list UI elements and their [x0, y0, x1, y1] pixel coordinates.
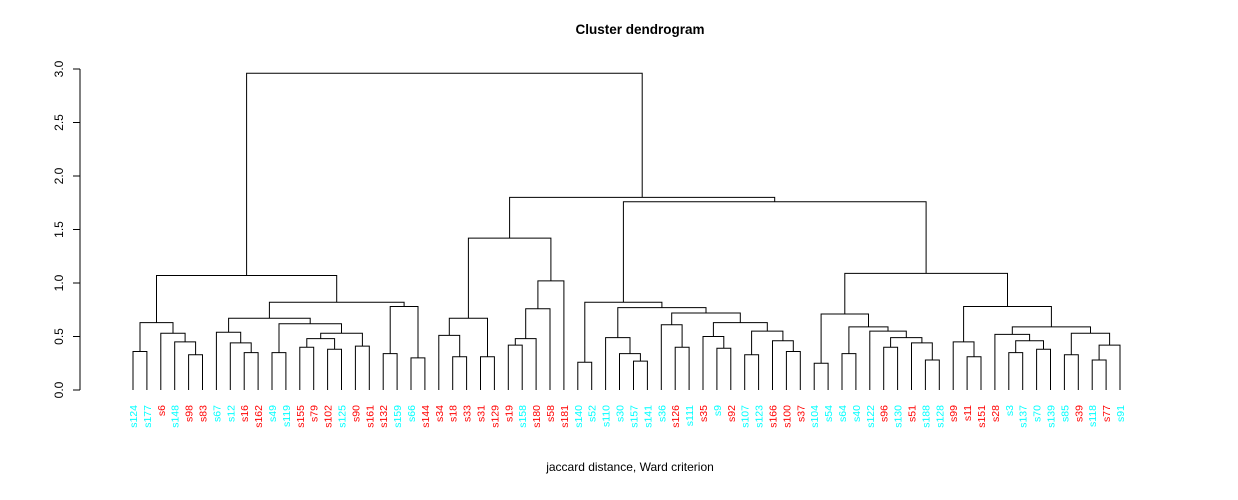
leaf-label: s125 — [337, 405, 349, 428]
leaf-label: s3 — [1004, 405, 1016, 416]
y-axis-tick-label: 3.0 — [52, 60, 66, 77]
dendrogram-branches — [132, 72, 1121, 390]
dendrogram-tree — [132, 72, 1121, 390]
leaf-label: s85 — [1059, 405, 1071, 422]
leaf-label: s111 — [684, 405, 696, 426]
leaf-label: s177 — [142, 405, 154, 428]
y-axis: 0.0 0.5 1.0 1.5 2.0 2.5 3.0 — [52, 60, 81, 398]
leaf-label: s144 — [420, 405, 432, 428]
leaf-label: s39 — [1073, 405, 1085, 422]
leaf-label: s141 — [642, 405, 654, 428]
leaf-label: s18 — [448, 405, 460, 422]
leaf-label: s35 — [698, 405, 710, 422]
leaf-label: s188 — [920, 405, 932, 428]
y-axis-tick-label: 2.5 — [52, 114, 66, 131]
leaf-label: s161 — [364, 405, 376, 428]
leaf-label: s83 — [198, 405, 210, 422]
leaf-label: s132 — [378, 405, 390, 428]
leaf-label: s51 — [907, 405, 919, 422]
leaf-label: s79 — [309, 405, 321, 422]
leaf-label: s98 — [184, 405, 196, 422]
leaf-label: s70 — [1032, 405, 1044, 422]
leaf-label: s67 — [211, 405, 223, 422]
leaf-label: s180 — [531, 405, 543, 428]
leaf-label: s123 — [754, 405, 766, 428]
leaf-label: s155 — [295, 405, 307, 428]
leaf-label: s102 — [323, 405, 335, 428]
leaf-label: s30 — [615, 405, 627, 422]
leaf-label: s119 — [281, 405, 293, 427]
leaf-label: s166 — [768, 405, 780, 428]
leaf-label: s159 — [392, 405, 404, 428]
leaf-label: s49 — [267, 405, 279, 422]
leaf-label: s99 — [948, 405, 960, 422]
leaf-label: s19 — [503, 405, 515, 422]
leaf-label: s6 — [156, 405, 168, 416]
chart-caption: jaccard distance, Ward criterion — [545, 460, 714, 474]
leaf-label: s128 — [934, 405, 946, 428]
y-axis-tick-label: 0.0 — [52, 381, 66, 398]
leaf-label: s100 — [781, 405, 793, 428]
leaf-label: s130 — [893, 405, 905, 428]
y-axis-tick-label: 1.5 — [52, 221, 66, 238]
leaf-label: s107 — [740, 405, 752, 428]
leaf-label: s110 — [601, 405, 613, 427]
leaf-label: s157 — [629, 405, 641, 428]
leaf-label: s77 — [1101, 405, 1113, 422]
leaf-label: s137 — [1018, 405, 1030, 428]
leaf-label: s54 — [823, 405, 835, 422]
leaf-label: s148 — [170, 405, 182, 428]
leaf-label: s129 — [489, 405, 501, 428]
leaf-label: s33 — [462, 405, 474, 422]
leaf-label: s122 — [865, 405, 877, 428]
leaf-label: s11 — [962, 405, 974, 421]
leaf-label: s12 — [225, 405, 237, 422]
leaf-label: s66 — [406, 405, 418, 422]
leaf-label: s40 — [851, 405, 863, 422]
leaf-label: s31 — [476, 405, 488, 422]
chart-title: Cluster dendrogram — [575, 22, 704, 37]
leaf-label: s104 — [809, 405, 821, 428]
y-axis-tick-label: 2.0 — [52, 167, 66, 184]
leaf-label: s91 — [1115, 405, 1127, 422]
leaf-label: s28 — [990, 405, 1002, 422]
leaf-label: s162 — [253, 405, 265, 428]
leaf-label: s140 — [573, 405, 585, 428]
leaf-label: s34 — [434, 405, 446, 422]
leaf-label: s16 — [239, 405, 251, 422]
leaf-label: s36 — [656, 405, 668, 422]
leaf-label: s64 — [837, 405, 849, 422]
leaf-label: s90 — [350, 405, 362, 422]
y-axis-tick-label: 1.0 — [52, 274, 66, 291]
leaf-label: s181 — [559, 405, 571, 428]
leaf-label: s58 — [545, 405, 557, 422]
leaf-label: s126 — [670, 405, 682, 428]
leaf-label: s124 — [128, 405, 140, 428]
leaf-label: s37 — [795, 405, 807, 422]
leaf-label: s92 — [726, 405, 738, 422]
leaf-label: s139 — [1046, 405, 1058, 428]
leaf-label: s96 — [879, 405, 891, 422]
leaf-label: s52 — [587, 405, 599, 422]
y-axis-tick-label: 0.5 — [52, 328, 66, 345]
leaf-label: s9 — [712, 405, 724, 416]
leaf-label: s158 — [517, 405, 529, 428]
leaf-label: s118 — [1087, 405, 1099, 427]
leaf-label: s151 — [976, 405, 988, 428]
